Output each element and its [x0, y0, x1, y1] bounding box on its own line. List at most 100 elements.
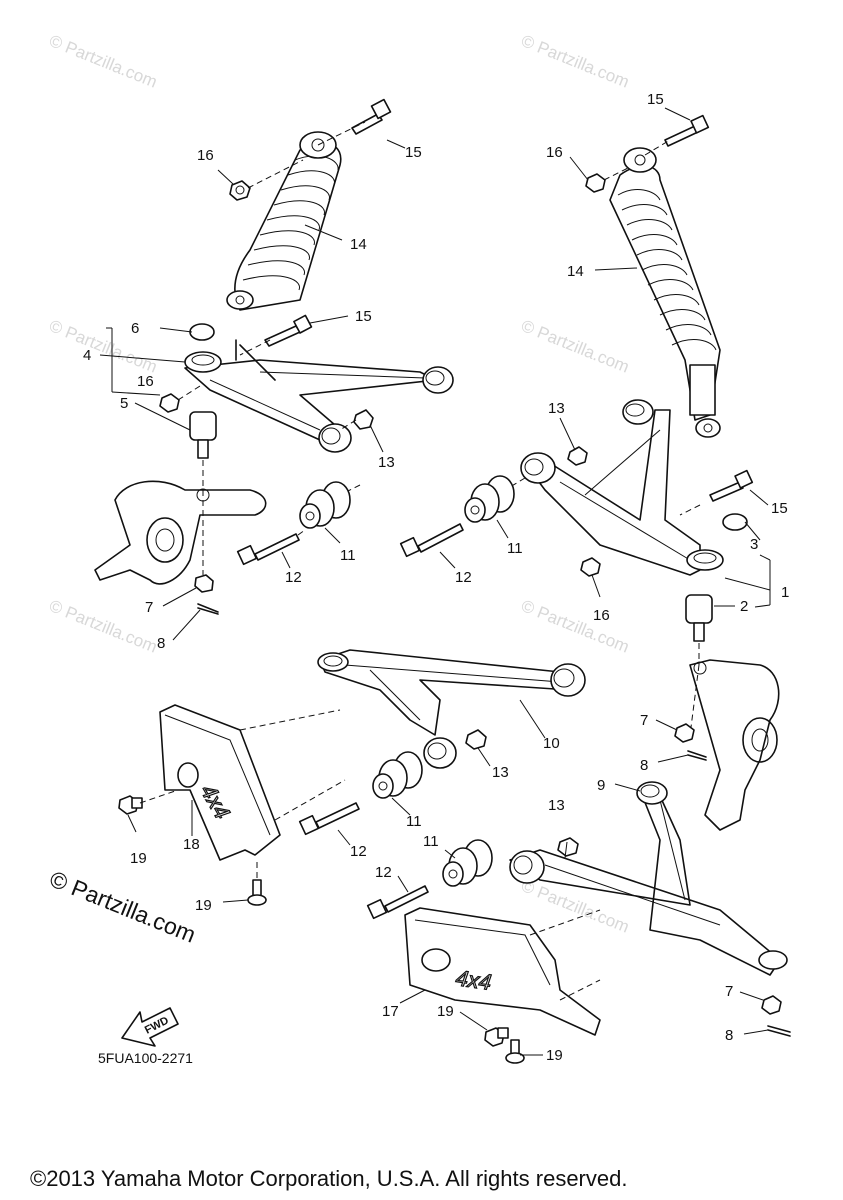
diagram-code: 5FUA100-2271: [98, 1050, 193, 1066]
nut-lower-right-end: [761, 995, 782, 1015]
bushing-right: [464, 475, 526, 523]
brand-watermark: © Partzilla.com: [46, 866, 199, 948]
callout-label: 16: [137, 373, 154, 390]
shock-absorber-left: [226, 131, 342, 311]
callout-label: 19: [437, 1003, 454, 1020]
circlip-left: [189, 323, 215, 341]
callout-label: 18: [183, 836, 200, 853]
callout-label: 14: [350, 236, 367, 253]
knuckle-right: [689, 659, 780, 831]
callout-label: 15: [647, 91, 664, 108]
callout-label: 8: [725, 1027, 733, 1044]
callout-label: 2: [740, 598, 748, 615]
callout-label: 13: [548, 400, 565, 417]
callout-label: 11: [406, 813, 422, 830]
ball-joint-left: [189, 411, 217, 480]
callout-label: 9: [597, 777, 605, 794]
nut-right-mid-low: [580, 557, 601, 577]
callout-label: 17: [382, 1003, 399, 1020]
callout-label: 10: [543, 735, 560, 752]
callout-label: 11: [340, 547, 356, 564]
watermark: © Partzilla.com: [47, 31, 160, 92]
long-bolt-left: [236, 529, 306, 566]
callout-label: 7: [640, 712, 648, 729]
bolt-left-top: [317, 98, 392, 146]
cotter-pin-right-mid: [687, 750, 707, 761]
circlip-right: [722, 513, 748, 531]
callout-label: 11: [507, 540, 523, 557]
callout-label: 8: [157, 635, 165, 652]
knuckle-left: [94, 480, 267, 585]
bushing-left: [299, 481, 361, 529]
cotter-pin-lower-right: [767, 1025, 791, 1037]
upper-arm-right: [520, 399, 724, 576]
callout-label: 13: [378, 454, 395, 471]
callout-label: 13: [548, 797, 565, 814]
callout-label: 15: [771, 500, 788, 517]
cotter-pin-left: [197, 603, 219, 615]
watermark: © Partzilla.com: [519, 596, 632, 657]
callout-label: 12: [455, 569, 472, 586]
nut-left-mid-arm: [339, 409, 374, 431]
nut-right-mid: [567, 446, 588, 466]
long-bolt-right: [399, 523, 464, 558]
callout-label: 15: [355, 308, 372, 325]
callout-label: 7: [145, 599, 153, 616]
callout-label: 12: [285, 569, 302, 586]
callout-label: 14: [567, 263, 584, 280]
callout-label: 16: [593, 607, 610, 624]
shock-absorber-right: [609, 147, 721, 438]
callout-label: 11: [423, 833, 439, 850]
bolt-right-top: [644, 114, 710, 156]
fwd-arrow-icon: FWD: [121, 1007, 179, 1047]
skid-guard-right: 4x4: [404, 907, 601, 1036]
skid-guard-left: 4x4: [159, 704, 346, 861]
callout-labels: 15 16 14 15 6 4 16 5 13 11 12 7 8 15 16 …: [83, 91, 789, 1064]
callout-label: 4: [83, 347, 91, 364]
callout-label: 16: [546, 144, 563, 161]
callout-label: 1: [781, 584, 789, 601]
copyright-notice: ©2013 Yamaha Motor Corporation, U.S.A. A…: [30, 1166, 627, 1191]
nut-right-knuckle: [674, 723, 695, 743]
callout-label: 13: [492, 764, 509, 781]
callout-label: 6: [131, 320, 139, 337]
callout-label: 12: [375, 864, 392, 881]
decal-text-right: 4x4: [454, 965, 493, 995]
nut-lower-right: [557, 837, 579, 857]
watermark: © Partzilla.com: [519, 316, 632, 377]
callout-label: 7: [725, 983, 733, 1000]
bushing-lower-right: [442, 839, 493, 887]
watermark: © Partzilla.com: [47, 316, 160, 377]
nut-lower-left: [465, 729, 487, 750]
long-bolt-lower-right: [366, 885, 429, 920]
watermark: © Partzilla.com: [47, 596, 160, 657]
watermark: © Partzilla.com: [519, 31, 632, 92]
nut-left-mid: [159, 385, 201, 413]
lower-arm-right: [509, 781, 788, 976]
nut-left-top: [229, 159, 304, 201]
leader-lines: [99, 107, 771, 1056]
callout-label: 3: [750, 536, 758, 553]
bushing-lower-left: [372, 751, 423, 799]
callout-label: 8: [640, 757, 648, 774]
callout-label: 12: [350, 843, 367, 860]
screw-guard-left: [247, 860, 267, 906]
bolt-guard-left: [118, 789, 179, 815]
bolt-left-mid: [239, 314, 313, 356]
callout-label: 19: [546, 1047, 563, 1064]
upper-arm-left: [184, 339, 454, 453]
callout-label: 19: [195, 897, 212, 914]
callout-label: 15: [405, 144, 422, 161]
bolt-guard-right: [484, 1027, 509, 1047]
nut-right-top: [585, 167, 629, 193]
bolt-right-mid: [679, 469, 754, 516]
callout-label: 19: [130, 850, 147, 867]
screw-guard-right: [505, 1039, 525, 1064]
lower-arm-left: [317, 649, 586, 769]
nut-left-bottom: [194, 574, 214, 593]
long-bolt-lower-left: [298, 802, 360, 836]
ball-joint-right: [685, 594, 713, 665]
callout-label: 5: [120, 395, 128, 412]
callout-label: 16: [197, 147, 214, 164]
